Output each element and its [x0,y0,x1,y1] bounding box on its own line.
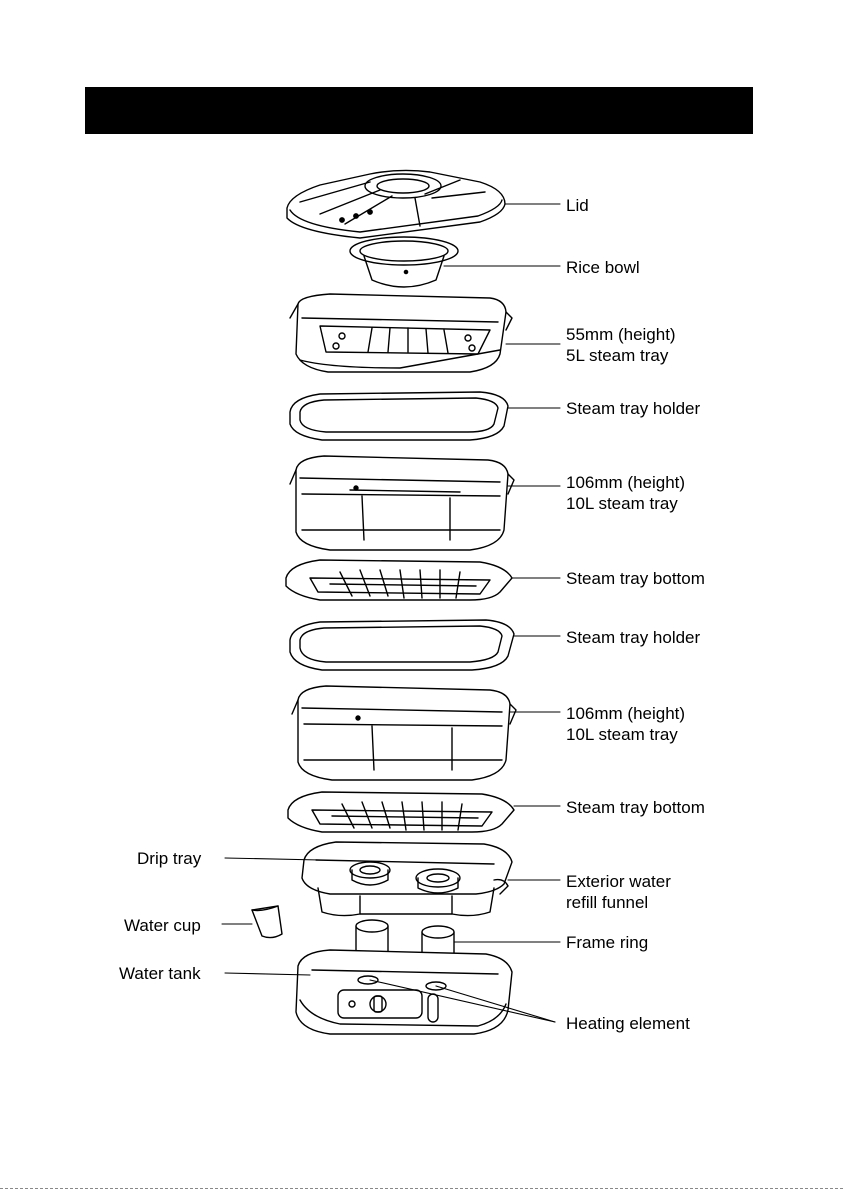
label-frame-ring: Frame ring [566,932,648,953]
label-heating-element: Heating element [566,1013,690,1034]
label-steam-tray-bottom-1: Steam tray bottom [566,568,705,589]
steam-tray-5l-drawing [290,294,512,372]
label-steam-tray-5l: 55mm (height) 5L steam tray [566,324,676,366]
steam-tray-10l-1-drawing [290,456,514,550]
page-bottom-rule [0,1188,843,1189]
steam-tray-holder-1-drawing [290,392,508,440]
label-drip-tray: Drip tray [137,848,201,869]
water-cup-drawing [252,906,282,938]
steam-tray-holder-2-drawing [290,620,514,670]
label-steam-tray-bottom-2: Steam tray bottom [566,797,705,818]
water-tank-drawing [296,950,512,1034]
label-steam-tray-holder-1: Steam tray holder [566,398,700,419]
label-steam-tray-10l-2: 106mm (height) 10L steam tray [566,703,685,745]
steam-tray-bottom-2-drawing [288,792,514,832]
drip-tray-drawing [302,842,512,916]
label-steam-tray-10l-1: 106mm (height) 10L steam tray [566,472,685,514]
label-water-tank: Water tank [119,963,201,984]
steam-tray-bottom-1-drawing [286,560,512,600]
steam-tray-10l-2-drawing [292,686,516,780]
label-rice-bowl: Rice bowl [566,257,640,278]
label-lid: Lid [566,195,589,216]
label-refill-funnel: Exterior water refill funnel [566,871,671,913]
lid-drawing [287,170,505,238]
label-water-cup: Water cup [124,915,201,936]
rice-bowl-drawing [350,237,458,287]
label-steam-tray-holder-2: Steam tray holder [566,627,700,648]
